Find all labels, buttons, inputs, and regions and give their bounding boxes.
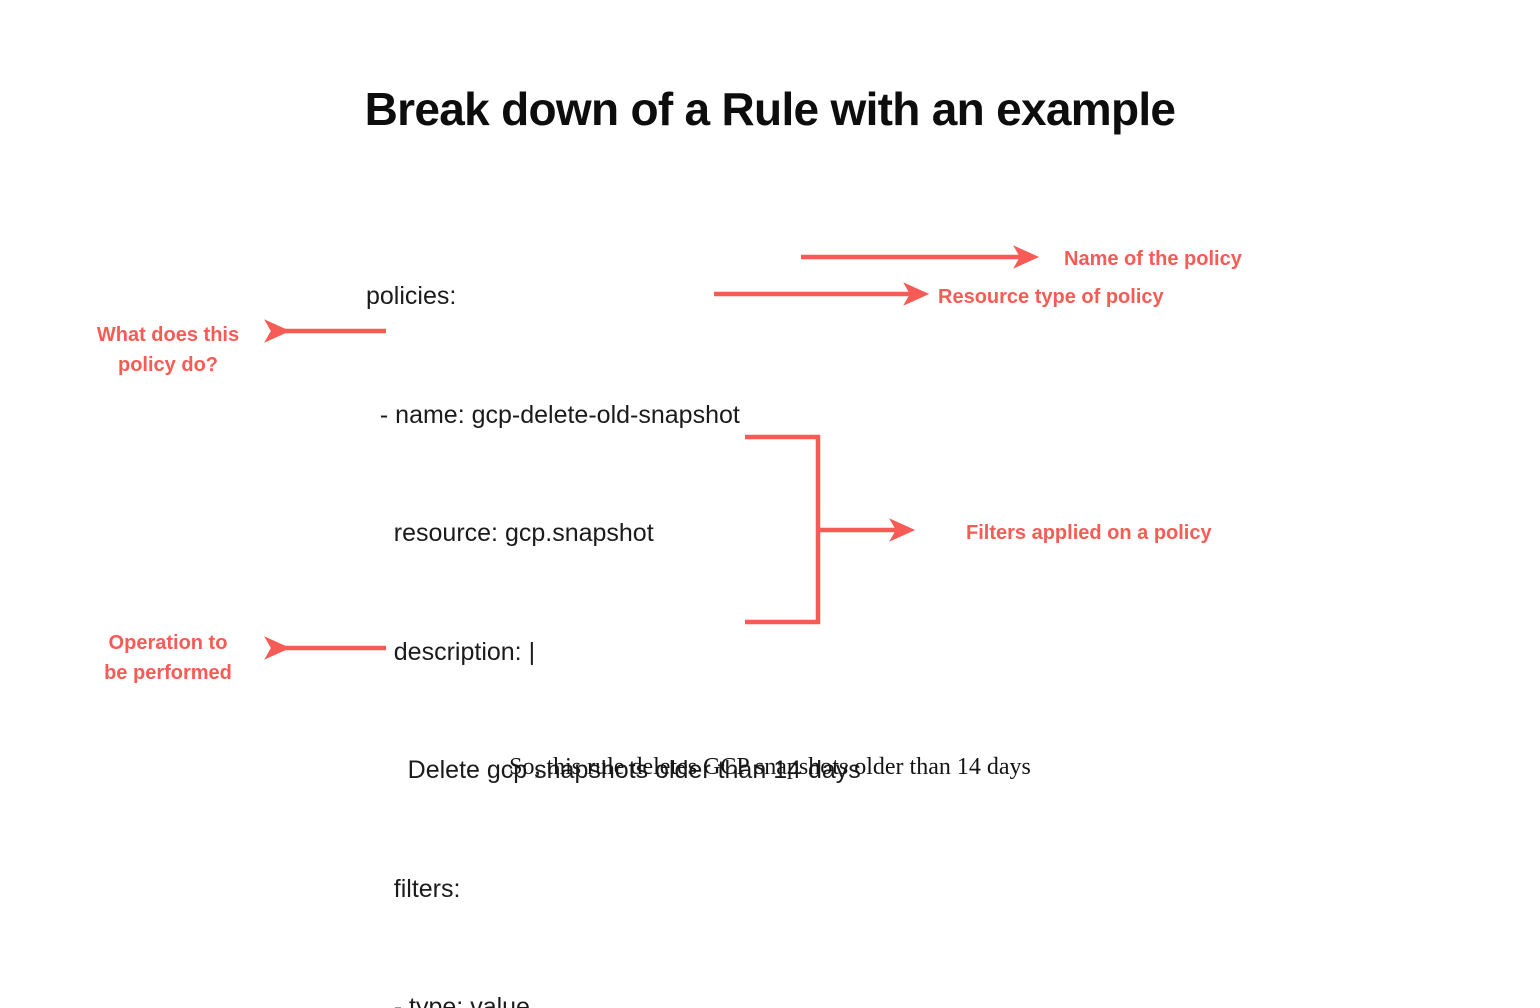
annotation-name-of-policy: Name of the policy bbox=[1064, 248, 1242, 270]
yaml-line-name: - name: gcp-delete-old-snapshot bbox=[366, 400, 740, 429]
yaml-line-resource: resource: gcp.snapshot bbox=[366, 519, 654, 547]
annotation-resource-type: Resource type of policy bbox=[938, 286, 1164, 308]
annotation-what-does-policy-do-line2: policy do? bbox=[118, 354, 218, 376]
yaml-policy-block: policies: - name: gcp-delete-old-snapsho… bbox=[366, 198, 861, 1008]
annotation-operation-performed: Operation to be performed bbox=[58, 628, 278, 688]
annotation-what-does-policy-do-line1: What does this bbox=[96, 324, 240, 346]
yaml-line-policies: policies: bbox=[366, 282, 457, 310]
yaml-line-filters: filters: bbox=[366, 874, 461, 903]
annotation-operation-performed-line2: be performed bbox=[104, 662, 232, 684]
annotation-filters-applied: Filters applied on a policy bbox=[966, 522, 1212, 544]
annotation-what-does-policy-do: What does this policy do? bbox=[58, 320, 278, 380]
summary-caption: So, this rule deletes GCP snapshots olde… bbox=[509, 754, 1031, 780]
yaml-line-description-body: Delete gcp snapshots older than 14 days bbox=[366, 756, 861, 784]
yaml-line-filter-type: - type: value bbox=[366, 993, 530, 1008]
annotation-operation-performed-line1: Operation to bbox=[108, 632, 228, 654]
yaml-line-description: description: | bbox=[366, 637, 536, 666]
page-title: Break down of a Rule with an example bbox=[364, 83, 1176, 135]
